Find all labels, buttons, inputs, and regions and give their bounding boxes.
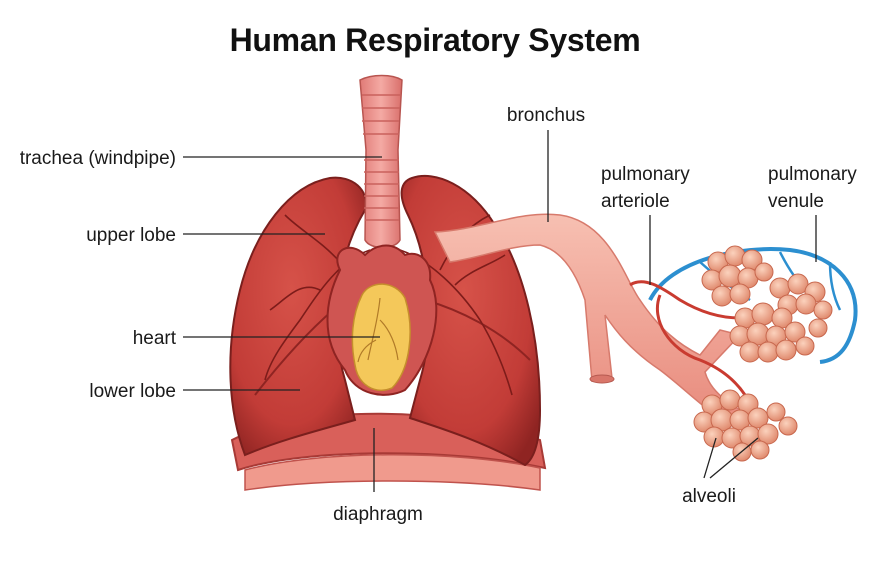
label-trachea: trachea (windpipe)	[20, 148, 176, 169]
bronchial-vessels	[264, 214, 513, 396]
label-diaphragm: diaphragm	[333, 504, 423, 525]
diagram-title: Human Respiratory System	[229, 22, 641, 58]
diaphragm-highlight	[244, 454, 541, 491]
label-bronchus: bronchus	[507, 105, 585, 126]
alveoli-cluster-middle	[729, 302, 828, 363]
label-pulmonary-arteriole-line1: pulmonary	[601, 164, 690, 185]
trachea-rings	[362, 94, 400, 221]
label-pulmonary-venule-line1: pulmonary	[768, 164, 857, 185]
labels: trachea (windpipe) upper lobe heart lowe…	[20, 105, 858, 525]
heart-chamber	[351, 283, 411, 391]
bronchus-opening	[589, 374, 615, 384]
alveoli-cluster-lower	[693, 389, 798, 462]
label-pulmonary-venule-line2: venule	[768, 191, 824, 212]
label-lower-lobe: lower lobe	[89, 381, 176, 402]
heart-vessels	[357, 297, 399, 363]
label-alveoli: alveoli	[682, 486, 736, 507]
arteriole-vessel	[629, 280, 747, 396]
label-heart: heart	[133, 328, 177, 349]
label-upper-lobe: upper lobe	[86, 225, 176, 246]
alveoli-leader-1	[703, 437, 717, 479]
venule-vessel	[648, 247, 858, 364]
label-pulmonary-arteriole-line2: arteriole	[601, 191, 670, 212]
trachea-shape	[359, 74, 403, 249]
leader-lines	[183, 130, 817, 492]
alveoli-cluster-upper	[701, 245, 833, 320]
alveoli-leader-2	[709, 437, 759, 479]
